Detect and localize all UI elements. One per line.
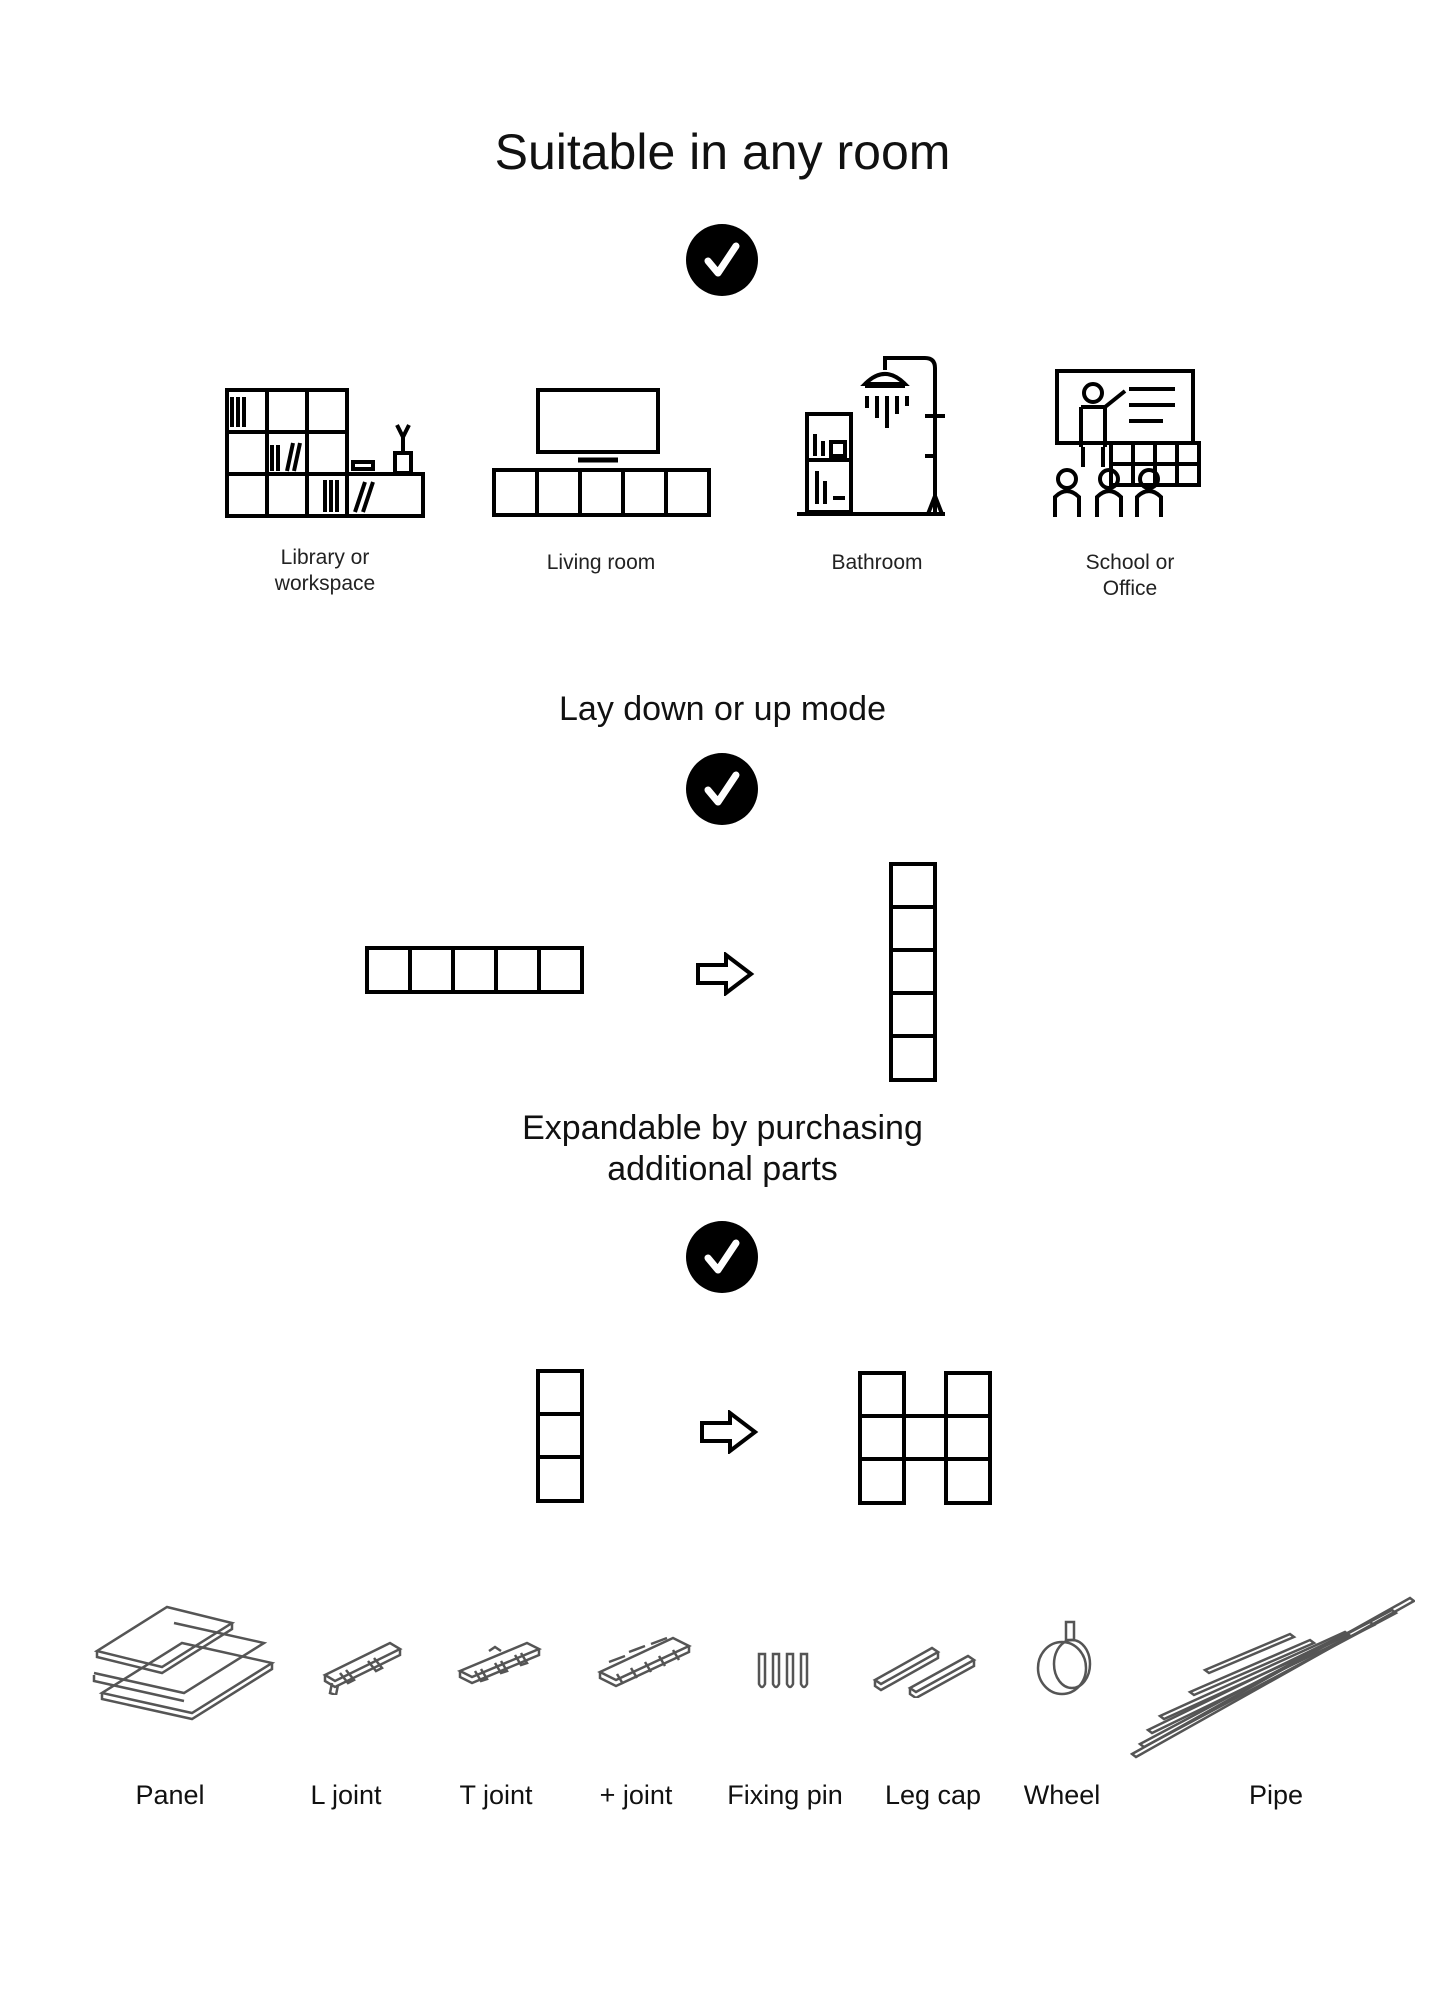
mode-title: Lay down or up mode	[559, 690, 886, 728]
check-circle-icon	[686, 224, 758, 296]
wheel-icon	[1030, 1620, 1100, 1700]
tv-stand-icon	[492, 388, 712, 518]
check-circle-icon	[686, 753, 758, 825]
part-label-plus-joint: + joint	[599, 1780, 673, 1810]
classroom-icon	[1053, 367, 1203, 522]
horizontal-five-cube-shelf-icon	[365, 946, 585, 996]
part-label-l-joint: L joint	[310, 1780, 382, 1810]
part-label-panel: Panel	[135, 1780, 205, 1810]
part-label-t-joint: T joint	[459, 1780, 533, 1810]
h-shape-shelf-icon	[858, 1371, 998, 1507]
room-label-school: School or Office	[1085, 551, 1175, 600]
plus-joint-icon	[595, 1628, 695, 1698]
panel-icon	[92, 1605, 277, 1725]
part-label-fixing-pin: Fixing pin	[727, 1780, 843, 1810]
right-arrow-icon	[696, 952, 756, 996]
right-arrow-icon	[700, 1410, 760, 1454]
leg-cap-icon	[870, 1628, 980, 1698]
t-joint-icon	[455, 1635, 545, 1695]
part-label-wheel: Wheel	[1023, 1780, 1101, 1810]
expand-title: Expandable by purchasing additional part…	[522, 1109, 923, 1188]
part-label-leg-cap: Leg cap	[884, 1780, 982, 1810]
three-cube-column-icon	[536, 1369, 586, 1505]
bookshelf-icon	[225, 385, 425, 520]
room-label-living: Living room	[546, 551, 656, 574]
vertical-five-cube-shelf-icon	[889, 862, 939, 1084]
fixing-pin-icon	[755, 1652, 815, 1694]
shower-shelf-icon	[795, 356, 955, 521]
check-circle-icon	[686, 1221, 758, 1293]
l-joint-icon	[320, 1635, 405, 1695]
rooms-title: Suitable in any room	[494, 124, 951, 180]
room-label-library: Library or workspace	[274, 546, 376, 595]
part-label-pipe: Pipe	[1248, 1780, 1304, 1810]
pipe-icon	[1130, 1592, 1415, 1762]
room-label-bathroom: Bathroom	[831, 551, 923, 574]
